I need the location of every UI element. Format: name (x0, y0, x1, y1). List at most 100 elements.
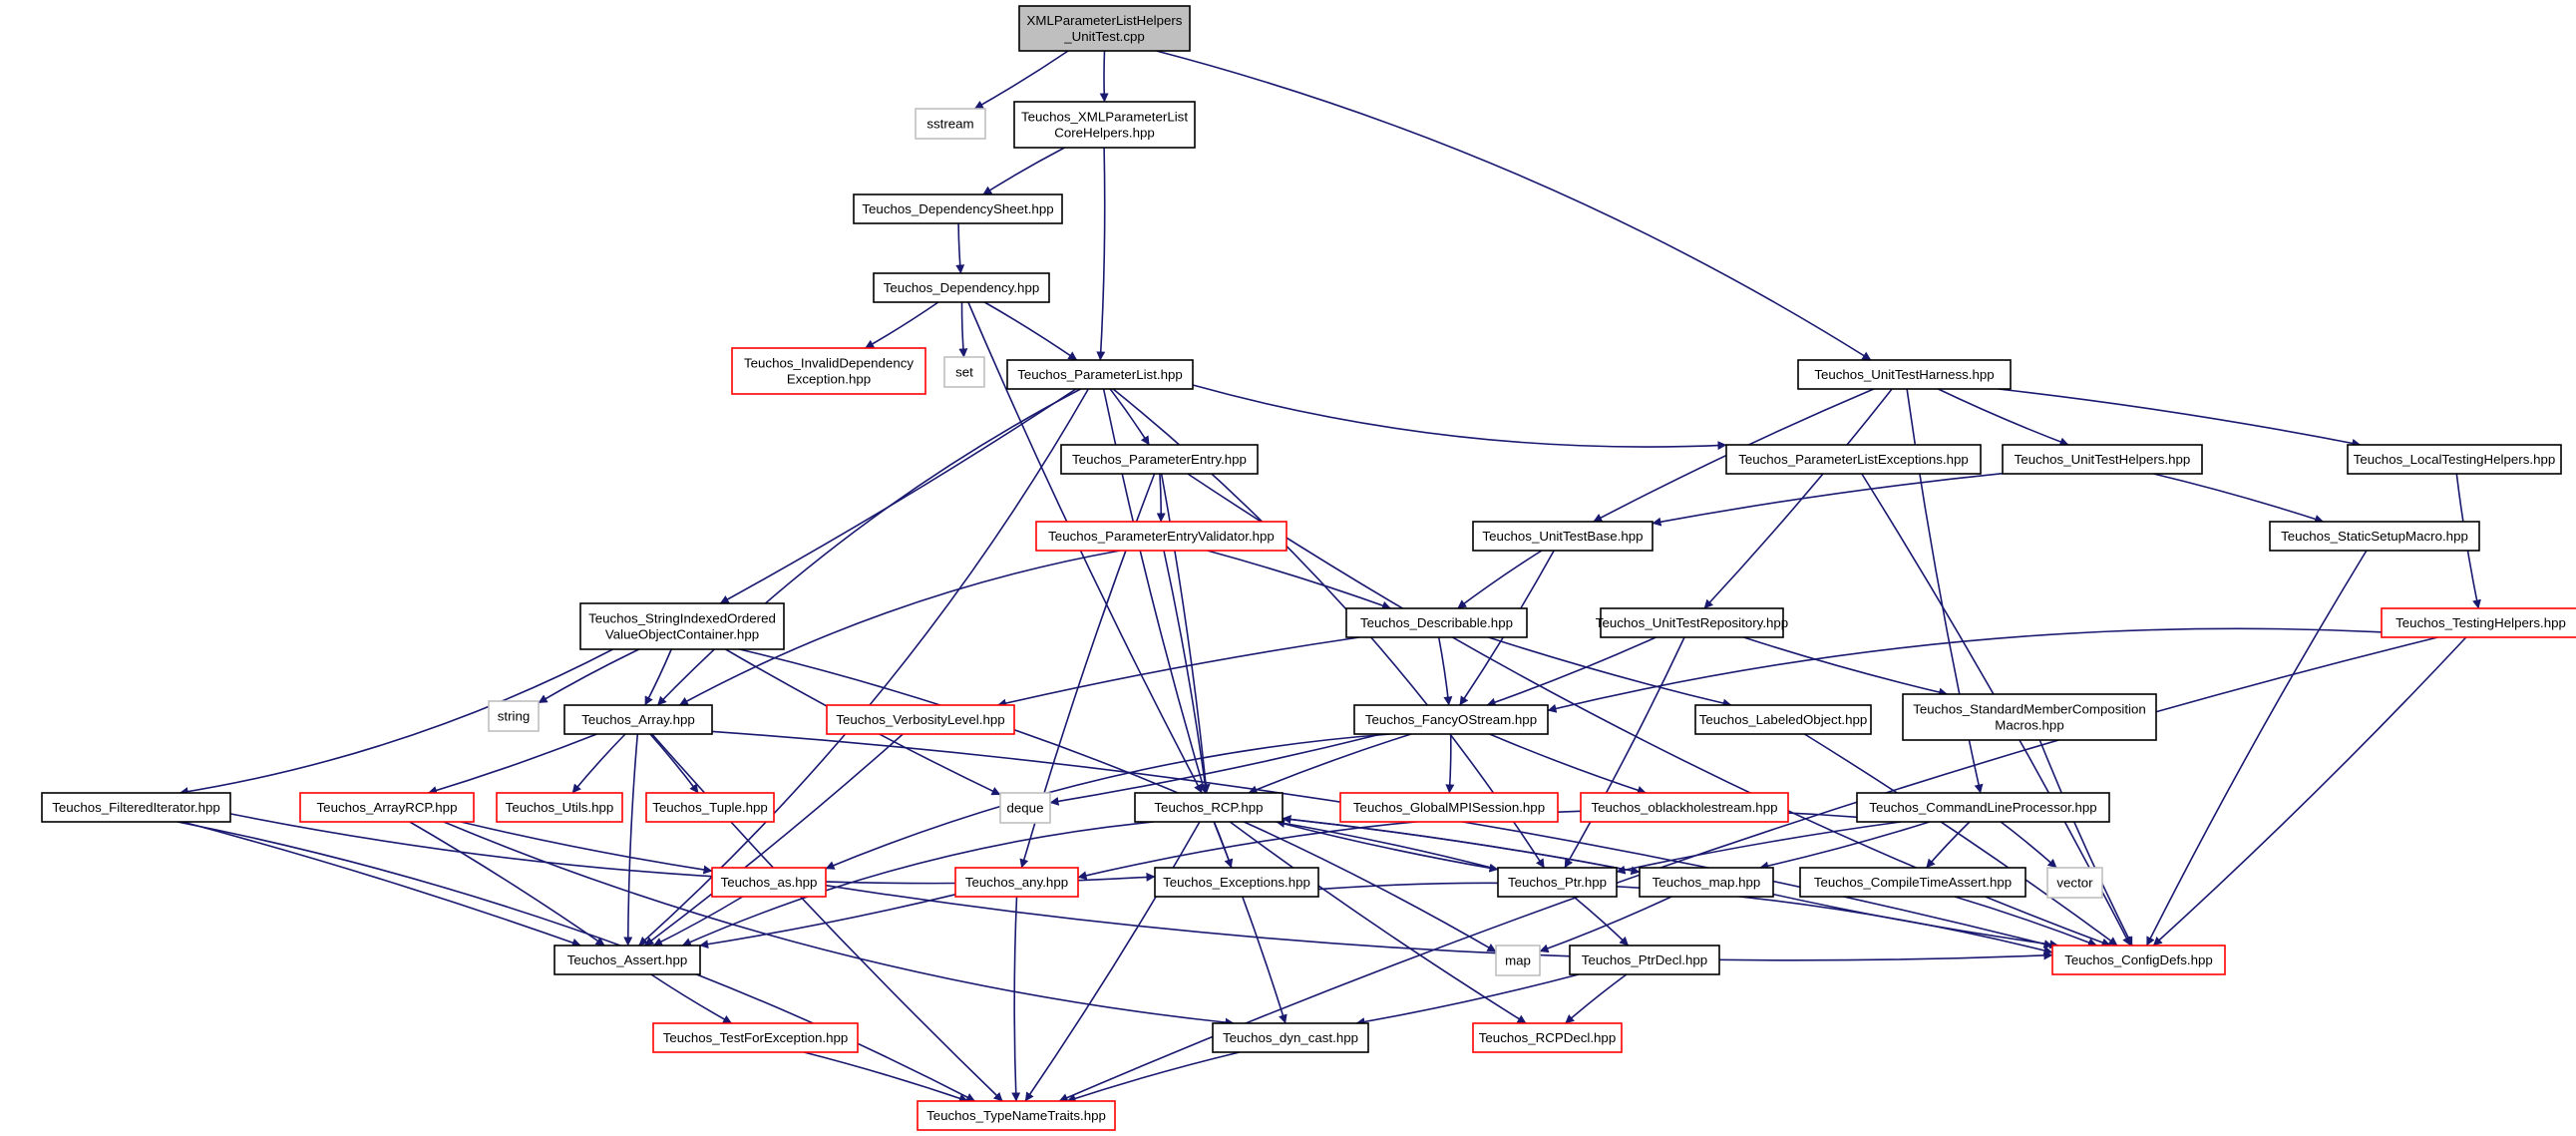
edge-pev-to-describable (1207, 550, 1391, 610)
edge-uthelp-to-staticsetup (2153, 473, 2325, 524)
node-box-utils (496, 792, 623, 823)
nodes-layer: XMLParameterListHelpers_UnitTest.cppsstr… (41, 5, 2576, 1131)
node-ptrdecl[interactable]: Teuchos_PtrDecl.hpp (1569, 945, 1720, 975)
edge-fos-to-rcp (1248, 733, 1412, 794)
edge-rcp-to-rcpdecl (1229, 821, 1527, 1024)
node-pev[interactable]: Teuchos_ParameterEntryValidator.hpp (1035, 521, 1288, 552)
node-plist[interactable]: Teuchos_ParameterList.hpp (1006, 359, 1194, 390)
node-assert[interactable]: Teuchos_Assert.hpp (553, 945, 701, 975)
edge-sio-to-filt (179, 648, 613, 797)
node-root[interactable]: XMLParameterListHelpers_UnitTest.cpp (1018, 5, 1191, 52)
node-box-map (1639, 867, 1774, 898)
node-dep[interactable]: Teuchos_Dependency.hpp (873, 272, 1050, 303)
node-rcp[interactable]: Teuchos_RCP.hpp (1134, 792, 1284, 823)
node-obh[interactable]: Teuchos_oblackholestream.hpp (1580, 792, 1789, 823)
node-box-plexc (1725, 444, 1982, 475)
edge-rcp-to-assert (681, 821, 1154, 947)
node-dyncast[interactable]: Teuchos_dyn_cast.hpp (1212, 1022, 1369, 1053)
node-cta[interactable]: Teuchos_CompileTimeAssert.hpp (1799, 867, 2026, 898)
node-smcm[interactable]: Teuchos_StandardMemberCompositionMacros.… (1902, 693, 2157, 741)
node-arcp[interactable]: Teuchos_ArrayRCP.hpp (299, 792, 475, 823)
edges-layer (177, 50, 2481, 1103)
node-config[interactable]: Teuchos_ConfigDefs.hpp (2051, 945, 2226, 975)
node-label-sstream-line-1: sstream (926, 117, 973, 132)
node-box-array (563, 704, 713, 735)
node-gmpi[interactable]: Teuchos_GlobalMPISession.hpp (1339, 792, 1559, 823)
node-box-as (711, 867, 827, 898)
node-box-smcm (1902, 693, 2157, 741)
node-label-clp-line-1: Teuchos_CommandLineProcessor.hpp (1869, 800, 2096, 815)
edge-arcp-to-as (460, 821, 713, 875)
node-rcpdecl[interactable]: Teuchos_RCPDecl.hpp (1472, 1022, 1623, 1053)
edge-plist-to-rcp (1102, 388, 1208, 794)
node-tuple[interactable]: Teuchos_Tuple.hpp (645, 792, 775, 823)
node-tfe[interactable]: Teuchos_TestForException.hpp (652, 1022, 859, 1053)
node-tnt[interactable]: Teuchos_TypeNameTraits.hpp (917, 1100, 1116, 1131)
node-depsheet[interactable]: Teuchos_DependencySheet.hpp (853, 193, 1063, 224)
node-describable[interactable]: Teuchos_Describable.hpp (1345, 607, 1528, 638)
node-localtest[interactable]: Teuchos_LocalTestingHelpers.hpp (2347, 444, 2562, 475)
edge-ptr-to-rcp (1276, 819, 1499, 871)
node-testhelp[interactable]: Teuchos_TestingHelpers.hpp (2381, 607, 2576, 638)
node-box-testhelp (2381, 607, 2576, 638)
edge-as-to-config (825, 884, 2053, 961)
node-label-stdmap-line-1: map (1505, 953, 1531, 968)
node-pentry[interactable]: Teuchos_ParameterEntry.hpp (1060, 444, 1259, 475)
node-plexc[interactable]: Teuchos_ParameterListExceptions.hpp (1725, 444, 1982, 475)
node-verb[interactable]: Teuchos_VerbosityLevel.hpp (826, 704, 1015, 735)
edge-dep-to-set (958, 301, 968, 358)
edge-uthelp-to-utbase (1652, 472, 2004, 527)
node-any[interactable]: Teuchos_any.hpp (954, 867, 1079, 898)
node-box-dep (873, 272, 1050, 303)
node-map[interactable]: Teuchos_map.hpp (1639, 867, 1774, 898)
node-array[interactable]: Teuchos_Array.hpp (563, 704, 713, 735)
edge-map-to-stdmap (1539, 896, 1672, 953)
edge-utrepo-to-fos (1486, 636, 1656, 707)
edge-pentry-to-pev (1156, 473, 1166, 523)
node-label-filt-line-1: Teuchos_FilteredIterator.hpp (52, 800, 220, 815)
node-label-depsheet-line-1: Teuchos_DependencySheet.hpp (862, 201, 1053, 216)
node-sio[interactable]: Teuchos_StringIndexedOrderedValueObjectC… (579, 602, 785, 650)
node-box-utrepo (1600, 607, 1784, 638)
edge-verb-to-assert (644, 733, 904, 947)
node-exc[interactable]: Teuchos_Exceptions.hpp (1154, 867, 1319, 898)
node-labeled[interactable]: Teuchos_LabeledObject.hpp (1694, 704, 1872, 735)
node-label-uthelp-line-1: Teuchos_UnitTestHelpers.hpp (2015, 452, 2191, 467)
node-label-utils-line-1: Teuchos_Utils.hpp (506, 800, 614, 815)
node-box-clp (1856, 792, 2110, 823)
edge-root-to-harness (1156, 50, 1872, 361)
edge-describable-to-verb (996, 636, 1360, 708)
node-label-plexc-line-1: Teuchos_ParameterListExceptions.hpp (1738, 452, 1969, 467)
node-box-sstream (915, 108, 986, 140)
edge-harness-to-localtest (1998, 388, 2362, 448)
edge-testhelp-to-config (2152, 636, 2467, 947)
node-box-assert (553, 945, 701, 975)
node-label-verb-line-1: Teuchos_VerbosityLevel.hpp (836, 712, 1004, 727)
node-label-xmlcore-line-2: CoreHelpers.hpp (1054, 126, 1155, 141)
node-label-utbase-line-1: Teuchos_UnitTestBase.hpp (1482, 529, 1643, 544)
edge-describable-to-labeled (1488, 636, 1732, 708)
node-label-root-line-1: XMLParameterListHelpers (1027, 13, 1183, 28)
node-label-xmlcore-line-1: Teuchos_XMLParameterList (1021, 110, 1188, 125)
edge-xmlcore-to-plist (1096, 147, 1106, 361)
node-uthelp[interactable]: Teuchos_UnitTestHelpers.hpp (2002, 444, 2203, 475)
node-utrepo[interactable]: Teuchos_UnitTestRepository.hpp (1596, 607, 1788, 638)
node-box-localtest (2347, 444, 2562, 475)
node-utbase[interactable]: Teuchos_UnitTestBase.hpp (1472, 521, 1654, 552)
node-label-gmpi-line-1: Teuchos_GlobalMPISession.hpp (1353, 800, 1545, 815)
node-label-dyncast-line-1: Teuchos_dyn_cast.hpp (1223, 1030, 1358, 1045)
node-clp[interactable]: Teuchos_CommandLineProcessor.hpp (1856, 792, 2110, 823)
node-label-map-line-1: Teuchos_map.hpp (1653, 875, 1761, 890)
node-staticsetup[interactable]: Teuchos_StaticSetupMacro.hpp (2269, 521, 2480, 552)
node-ptr[interactable]: Teuchos_Ptr.hpp (1497, 867, 1618, 898)
node-utils[interactable]: Teuchos_Utils.hpp (496, 792, 623, 823)
node-label-set-line-1: set (955, 365, 973, 380)
edge-pentry-to-rcp (1160, 473, 1211, 794)
node-label-config-line-1: Teuchos_ConfigDefs.hpp (2064, 952, 2213, 967)
node-fos[interactable]: Teuchos_FancyOStream.hpp (1353, 704, 1549, 735)
node-as[interactable]: Teuchos_as.hpp (711, 867, 827, 898)
node-filt[interactable]: Teuchos_FilteredIterator.hpp (41, 792, 231, 823)
node-harness[interactable]: Teuchos_UnitTestHarness.hpp (1797, 359, 2012, 390)
